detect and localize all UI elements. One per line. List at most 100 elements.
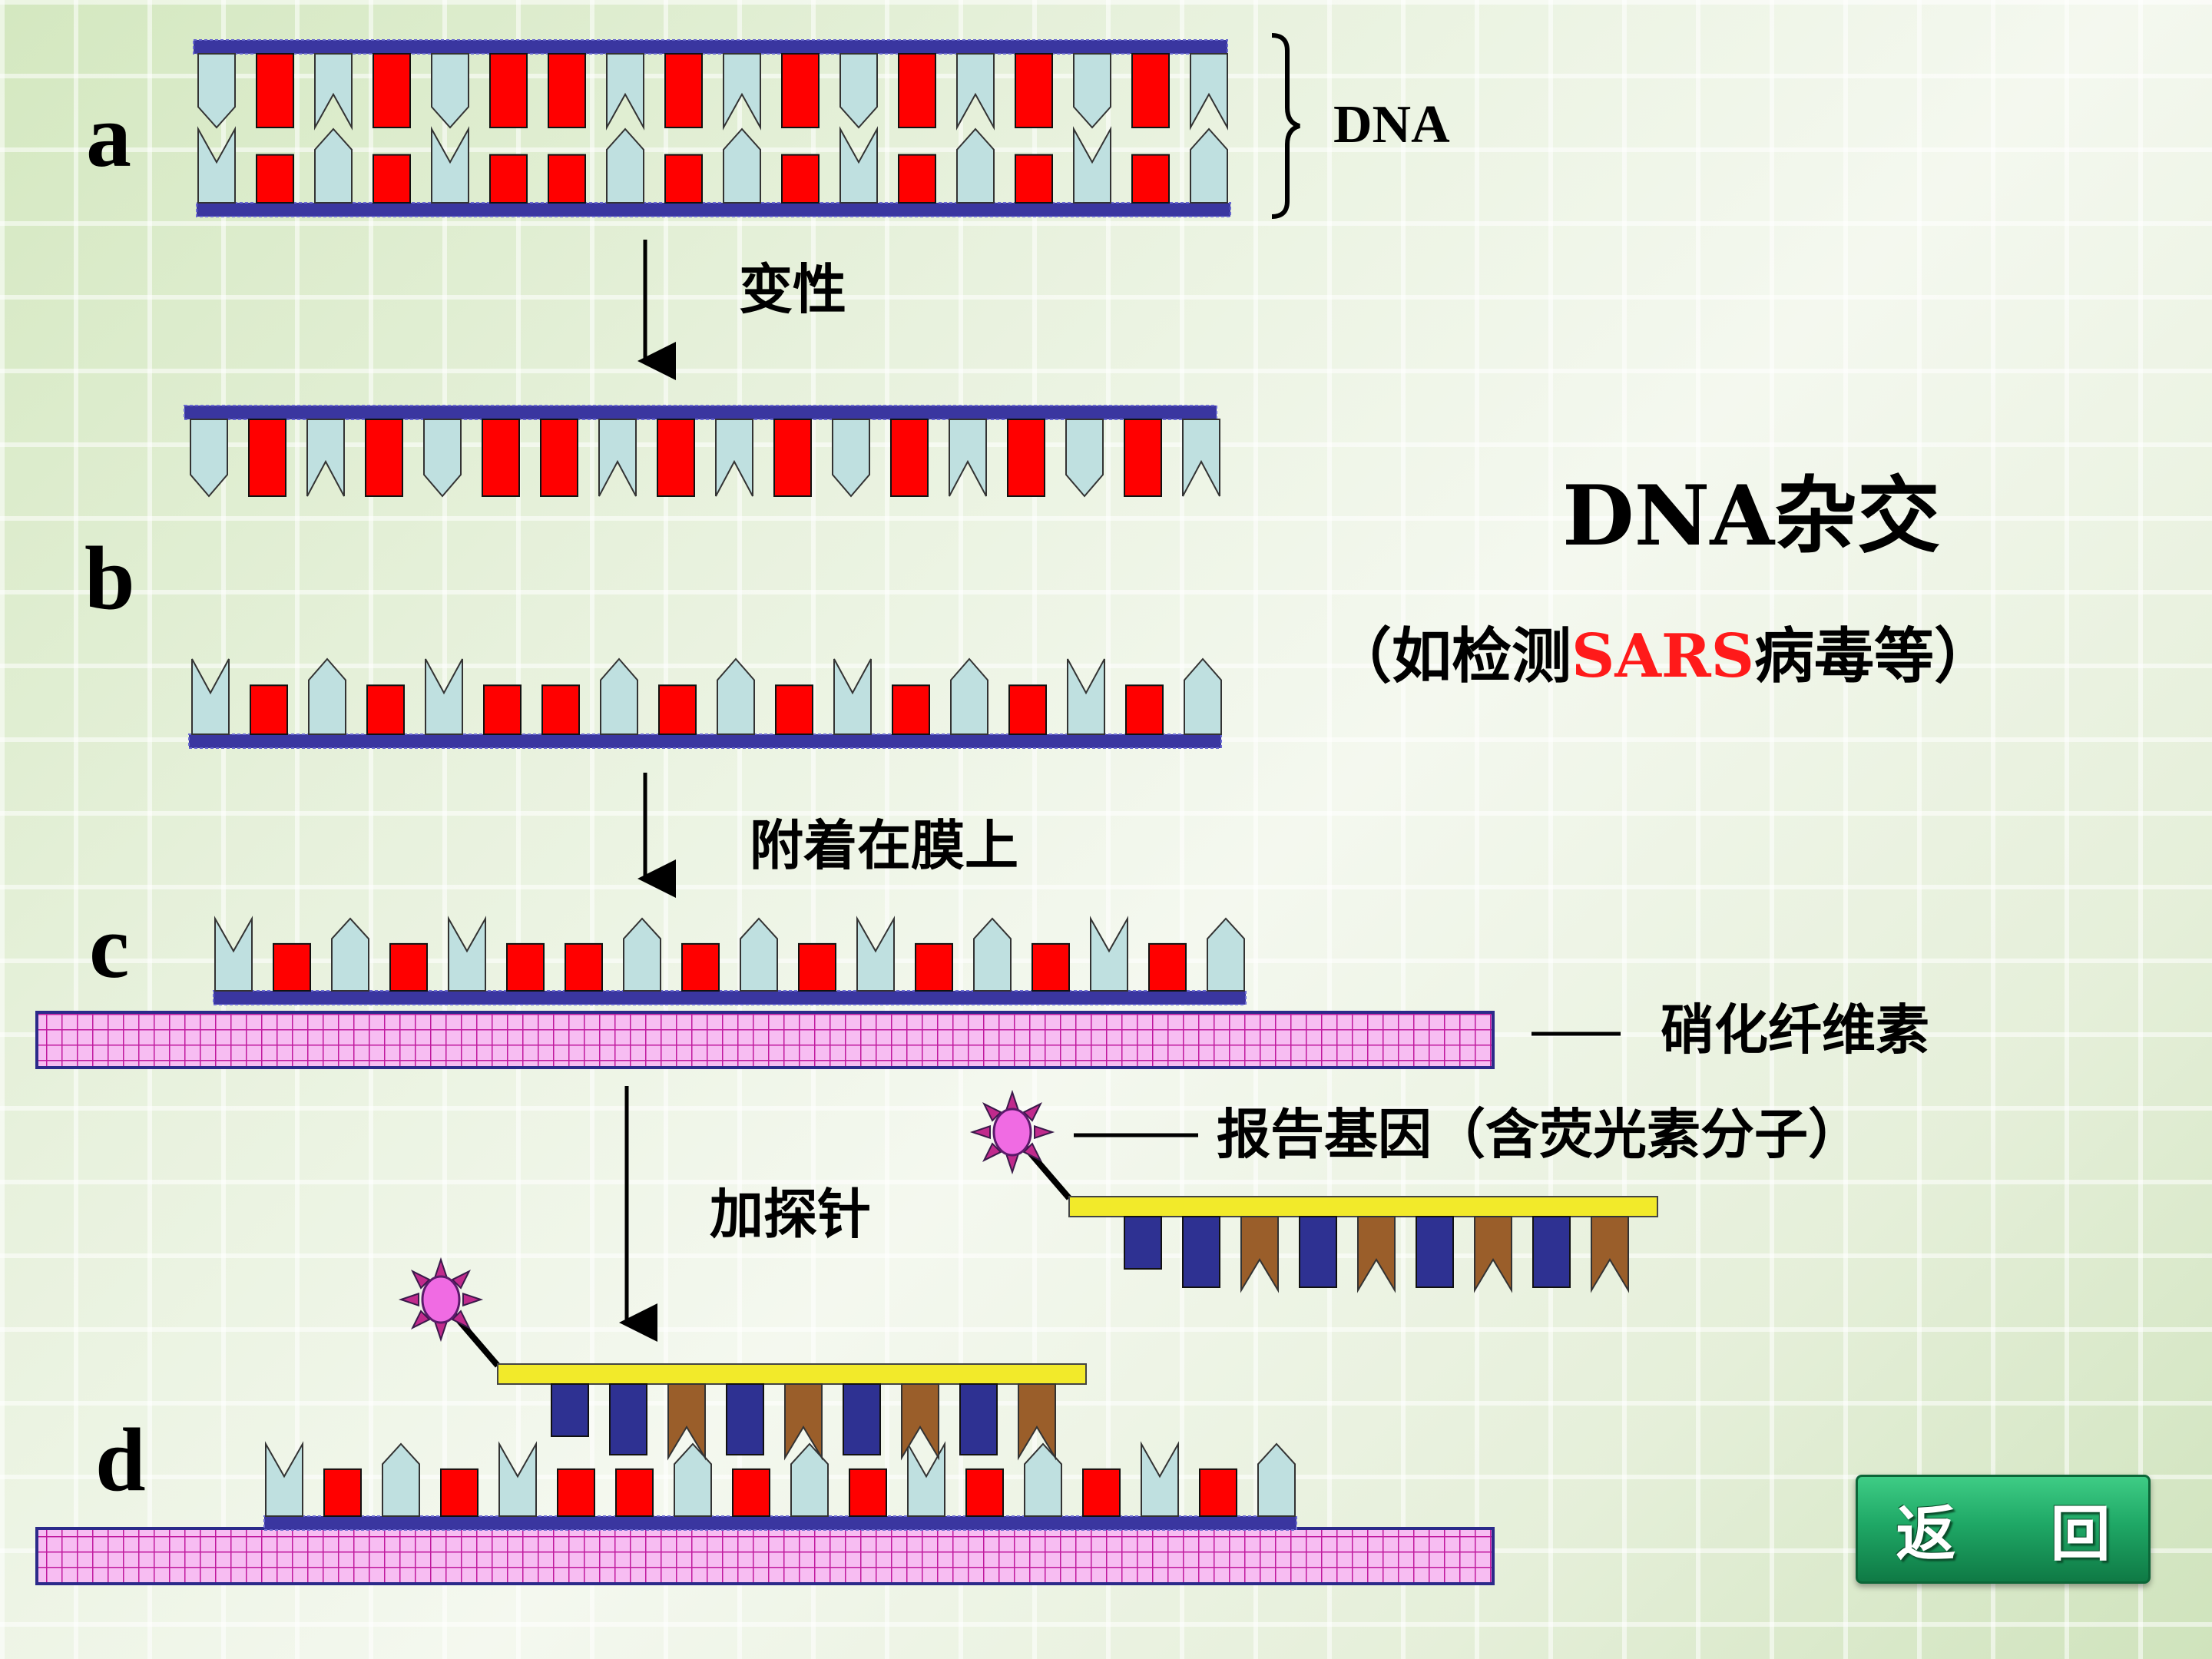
base-pentagon — [431, 53, 469, 129]
page-subtitle: （如检测SARS病毒等） — [1332, 627, 1994, 687]
base-rect — [781, 53, 820, 128]
fluor-ray — [1022, 1142, 1042, 1162]
base-pentagon — [423, 419, 462, 498]
base-pentagon — [1207, 917, 1245, 992]
base-notch — [833, 658, 872, 735]
base-pentagon — [606, 127, 644, 204]
base-notch — [1182, 419, 1220, 497]
back-button[interactable]: 返 回 — [1856, 1475, 2151, 1584]
membrane-grid — [35, 1011, 1495, 1069]
probe-base-blue — [609, 1383, 647, 1455]
page-title: DNA杂交 — [1562, 468, 1941, 565]
base-pentagon — [382, 1442, 420, 1517]
base-rect — [732, 1468, 770, 1518]
base-rect — [1148, 942, 1187, 992]
backbone-d — [263, 1515, 1297, 1531]
base-notch — [306, 419, 345, 497]
base-notch — [598, 419, 637, 497]
base-pentagon — [600, 657, 638, 735]
base-pentagon — [832, 419, 870, 498]
base-notch — [1067, 658, 1105, 735]
base-notch — [431, 126, 469, 204]
probe-base-brown — [1474, 1216, 1512, 1293]
probe-free — [969, 1089, 1658, 1293]
base-rect — [273, 942, 311, 992]
fluor-core — [992, 1108, 1032, 1157]
base-pentagon — [740, 917, 778, 992]
backbone-b1 — [184, 405, 1217, 420]
fluor-ray — [1022, 1102, 1042, 1122]
base-rect — [483, 684, 522, 735]
base-rect — [323, 1468, 362, 1518]
base-notch — [1090, 916, 1128, 992]
base-rect — [775, 684, 813, 735]
fluor-ray — [411, 1310, 431, 1330]
base-notch — [498, 1441, 537, 1517]
probe-base-blue — [1299, 1216, 1337, 1288]
fluor-ray — [451, 1310, 471, 1330]
base-notch — [197, 126, 236, 204]
base-pentagon — [839, 53, 878, 129]
membrane-label: 硝化纤维素 — [1661, 998, 1929, 1061]
base-rect — [557, 1468, 595, 1518]
base-rect — [565, 942, 603, 992]
membrane-c — [35, 1011, 1495, 1069]
subtitle-prefix: （如检测 — [1332, 621, 1572, 691]
base-rect — [615, 1468, 654, 1518]
base-rect — [890, 419, 929, 497]
probe-base-brown — [901, 1383, 939, 1461]
base-rect — [373, 53, 411, 128]
base-rect — [248, 419, 286, 497]
base-rect — [1131, 154, 1170, 204]
base-rect — [773, 419, 812, 497]
base-pentagon — [717, 657, 755, 735]
probe-base-blue — [726, 1383, 764, 1455]
fluor-ray — [982, 1102, 1002, 1122]
subtitle-highlight: SARS — [1571, 621, 1755, 691]
base-rect — [798, 942, 836, 992]
probe-backbone — [497, 1363, 1087, 1385]
probe-base-blue — [1124, 1216, 1162, 1270]
probe-base-blue — [843, 1383, 881, 1455]
base-pentagon — [331, 917, 369, 992]
base-notch — [448, 916, 486, 992]
fluor-ray — [462, 1292, 484, 1307]
base-notch — [956, 53, 995, 131]
dna-double-strand — [193, 39, 1231, 217]
base-rect — [849, 1468, 887, 1518]
base-notch — [425, 658, 463, 735]
fluorescein-icon — [969, 1089, 1055, 1175]
probe-base-blue — [959, 1383, 998, 1455]
base-pentagon — [1065, 419, 1104, 498]
reporter-label: 报告基因（含荧光素分子） — [1217, 1102, 1862, 1166]
base-pentagon — [623, 917, 661, 992]
probe-base-brown — [1240, 1216, 1279, 1293]
probe-base-blue — [1532, 1216, 1571, 1288]
base-pentagon — [950, 657, 988, 735]
base-rect — [1124, 419, 1162, 497]
base-notch — [1141, 1441, 1179, 1517]
fluor-ray — [398, 1292, 420, 1307]
panel-label-d: d — [95, 1409, 146, 1510]
base-pentagon — [1257, 1442, 1296, 1517]
probe-base-brown — [1357, 1216, 1396, 1293]
fluor-ray — [411, 1270, 431, 1290]
base-rect — [915, 942, 953, 992]
base-pentagon — [1184, 657, 1222, 735]
base-pentagon — [1073, 53, 1111, 129]
base-rect — [373, 154, 411, 204]
base-rect — [1015, 154, 1053, 204]
dna-brace-icon — [1271, 33, 1300, 219]
base-rect — [892, 684, 930, 735]
base-rect — [1007, 419, 1045, 497]
backbone-top — [193, 39, 1228, 55]
base-notch — [606, 53, 644, 131]
base-rect — [366, 684, 405, 735]
panel-label-c: c — [89, 896, 130, 997]
base-rect — [548, 154, 586, 204]
single-strand-bottom — [188, 657, 1222, 749]
base-rect — [365, 419, 403, 497]
step-denature: 变性 — [739, 257, 846, 321]
base-rect — [256, 53, 294, 128]
fluor-ray — [1005, 1153, 1020, 1175]
